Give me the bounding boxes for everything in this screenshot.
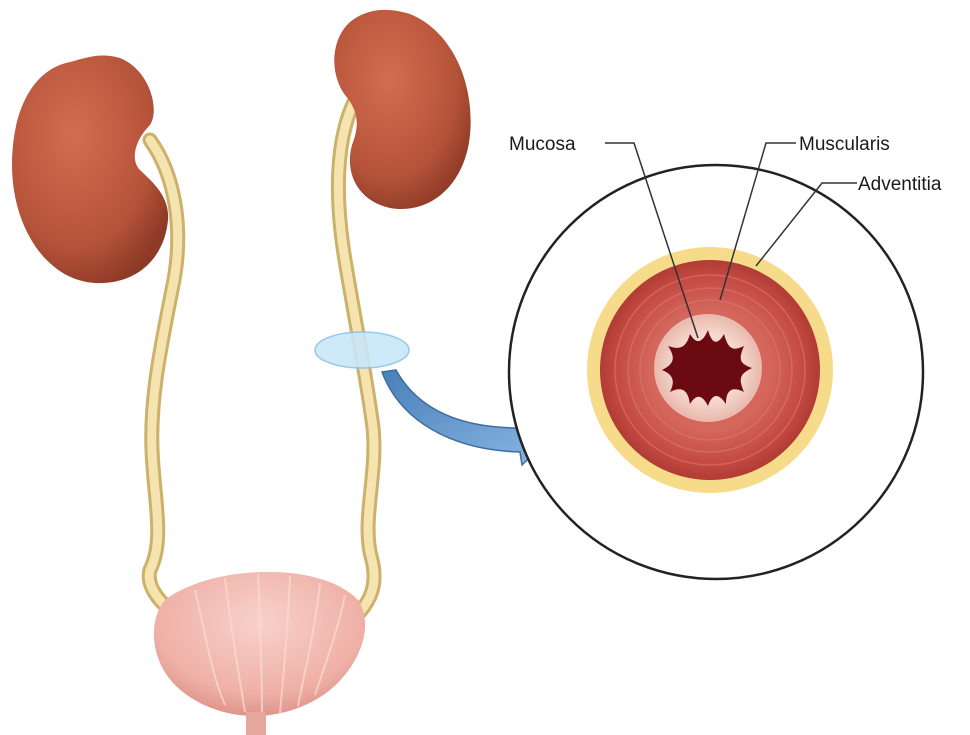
section-plane: [315, 332, 409, 368]
right-kidney: [334, 10, 470, 209]
muscularis-label: Muscularis: [799, 134, 890, 155]
left-kidney: [12, 55, 168, 283]
adventitia-label: Adventitia: [858, 174, 942, 195]
mucosa-label: Mucosa: [509, 134, 576, 155]
urethra: [246, 712, 266, 735]
